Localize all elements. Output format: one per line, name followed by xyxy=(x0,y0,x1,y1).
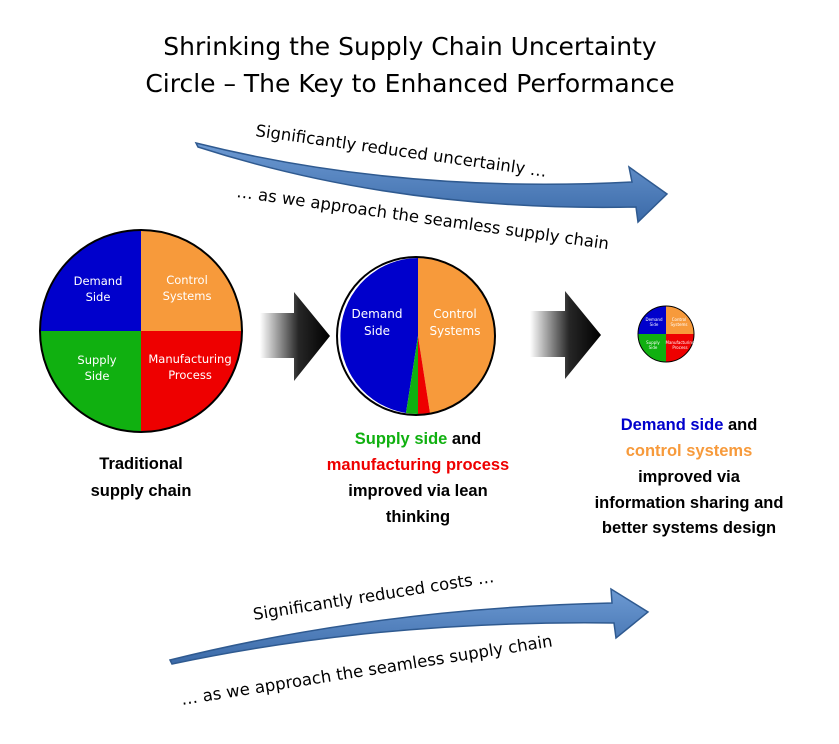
pie-traditional-control-label-2: Systems xyxy=(163,289,212,303)
pie-traditional-manufacturing-label-1: Manufacturing xyxy=(148,352,231,366)
pie-seamless-manufacturing-slice xyxy=(666,334,694,362)
pie-lean-control-label-2: Systems xyxy=(430,324,481,338)
bottom-arrow-lower-text: … as we approach the seamless supply cha… xyxy=(180,631,554,709)
caption-seamless-line-3: improved via xyxy=(638,468,741,486)
pie-seamless-supply-label-2: Side xyxy=(649,345,658,350)
pie-lean-demand-slice xyxy=(340,258,418,413)
pie-seamless-supply-slice xyxy=(638,334,666,362)
caption-seamless-line-5: better systems design xyxy=(602,519,776,537)
pie-traditional-demand-label-2: Side xyxy=(86,290,111,304)
title-line-2: Circle – The Key to Enhanced Performance xyxy=(145,69,674,98)
caption-seamless-line-4: information sharing and xyxy=(595,494,784,512)
top-curved-arrow xyxy=(194,141,669,224)
pie-seamless: Demand Side Control Systems Supply Side … xyxy=(637,305,695,363)
pie-seamless-demand-label-1: Demand xyxy=(646,317,663,322)
caption-seamless-and: and xyxy=(723,416,757,434)
caption-seamless-line-1: Demand side and xyxy=(621,416,758,434)
pie-traditional-supply-slice xyxy=(40,331,141,432)
pie-seamless-demand-label-2: Side xyxy=(650,322,659,327)
pie-lean: Demand Side Control Systems xyxy=(336,256,496,416)
transition-arrow-1 xyxy=(260,292,330,381)
caption-traditional-line-1: Traditional xyxy=(99,455,182,473)
pie-traditional-demand-slice xyxy=(40,230,141,331)
pie-traditional-manufacturing-label-2: Process xyxy=(168,368,212,382)
bottom-curved-arrow xyxy=(168,587,650,665)
pie-lean-manufacturing-slice xyxy=(418,336,430,414)
caption-seamless-control: control systems xyxy=(626,442,753,460)
pie-traditional: Demand Side Control Systems Supply Side … xyxy=(39,229,243,433)
pie-lean-demand-label-1: Demand xyxy=(352,307,403,321)
title-line-1: Shrinking the Supply Chain Uncertainty xyxy=(163,32,657,61)
pie-seamless-manufacturing-label-1: Manufacturing xyxy=(666,340,695,345)
pie-seamless-control-label-2: Systems xyxy=(671,322,688,327)
pie-traditional-manufacturing-slice xyxy=(141,331,242,432)
pie-traditional-supply-label-2: Side xyxy=(85,369,110,383)
pie-seamless-demand-slice xyxy=(638,306,666,334)
pie-traditional-control-label-1: Control xyxy=(166,273,208,287)
caption-lean-line-3: improved via lean xyxy=(348,482,487,500)
pie-seamless-control-label-1: Control xyxy=(672,317,686,322)
pie-traditional-control-slice xyxy=(141,230,242,331)
transition-arrow-2 xyxy=(530,291,601,379)
pie-lean-supply-slice xyxy=(406,336,418,414)
pie-lean-control-slice xyxy=(418,258,496,413)
pie-lean-control-label-1: Control xyxy=(433,307,476,321)
caption-lean-manufacturing: manufacturing process xyxy=(327,456,509,474)
pie-traditional-supply-label-1: Supply xyxy=(77,353,116,367)
pie-traditional-demand-label-1: Demand xyxy=(74,274,123,288)
caption-lean-line-1: Supply side and xyxy=(355,430,482,448)
caption-lean-and: and xyxy=(447,430,481,448)
caption-seamless-demand: Demand side xyxy=(621,416,724,434)
pie-seamless-control-slice xyxy=(666,306,694,334)
pie-lean-demand-label-2: Side xyxy=(364,324,390,338)
caption-lean-supply: Supply side xyxy=(355,430,448,448)
caption-lean-line-4: thinking xyxy=(386,508,450,526)
pie-seamless-supply-label-1: Supply xyxy=(646,340,660,345)
pie-seamless-manufacturing-label-2: Process xyxy=(672,345,687,350)
caption-traditional-line-2: supply chain xyxy=(91,482,192,500)
